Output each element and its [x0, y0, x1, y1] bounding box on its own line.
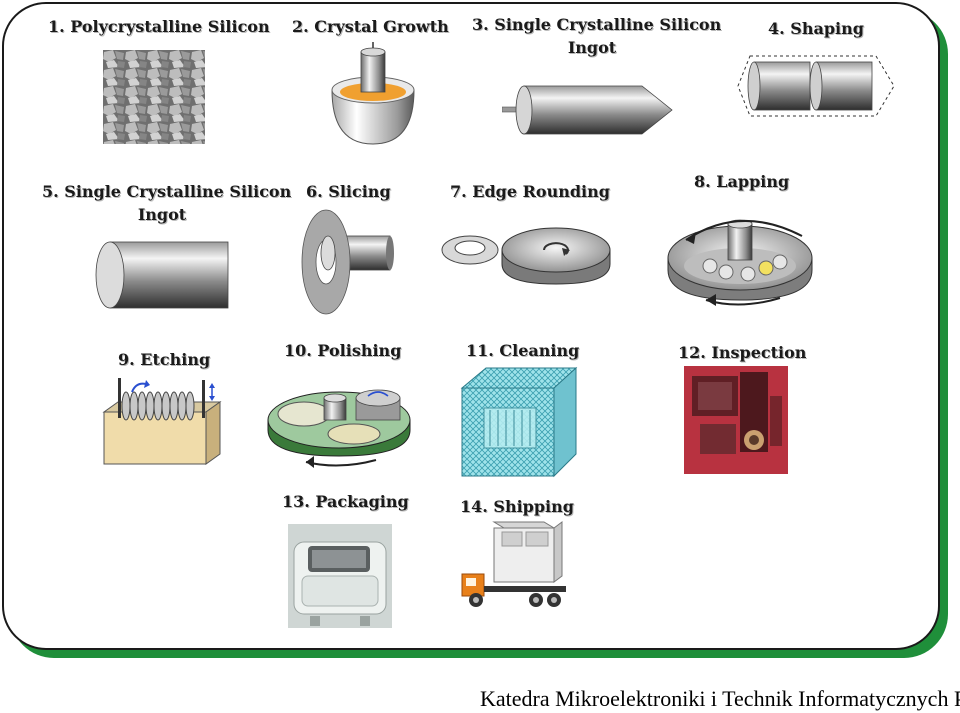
ingot-shaping-icon	[737, 55, 895, 117]
polishing-machine-icon	[267, 389, 411, 468]
step-7-label: 7. Edge Rounding	[450, 182, 610, 201]
step-5-label: 5. Single Crystalline Silicon	[42, 182, 292, 201]
etching-tank-icon	[102, 378, 222, 465]
step-1-label: 1. Polycrystalline Silicon	[48, 17, 270, 36]
slicing-saw-icon	[301, 209, 394, 315]
step-3-label: 3. Single Crystalline Silicon	[472, 15, 722, 34]
truck-icon	[461, 521, 566, 607]
step-12-label: 12. Inspection	[678, 343, 807, 362]
lapping-machine-icon	[667, 219, 813, 306]
step-14-label: 14. Shipping	[460, 497, 574, 516]
package-box-icon	[288, 524, 392, 628]
ingot-cone-icon	[502, 85, 673, 135]
ingot-cylinder-icon	[95, 241, 229, 309]
step-10-label: 10. Polishing	[284, 341, 402, 360]
crucible-icon	[331, 42, 415, 145]
step-6-label: 6. Slicing	[306, 182, 391, 201]
step-11-label: 11. Cleaning	[466, 341, 580, 360]
step-8-label: 8. Lapping	[694, 172, 790, 191]
cleaning-tank-icon	[460, 366, 578, 478]
footer-credit: Katedra Mikroelektroniki i Technik Infor…	[480, 686, 960, 711]
edge-rounding-icon	[441, 227, 611, 285]
step-5-label-line2: Ingot	[137, 205, 187, 224]
step-3-label-line2: Ingot	[567, 38, 617, 57]
step-4-label: 4. Shaping	[768, 19, 864, 38]
step-13-label: 13. Packaging	[282, 492, 409, 511]
inspection-photo-icon	[684, 366, 788, 474]
rock-pile-icon	[103, 50, 205, 144]
step-9-label: 9. Etching	[118, 350, 211, 369]
step-2-label: 2. Crystal Growth	[292, 17, 449, 36]
